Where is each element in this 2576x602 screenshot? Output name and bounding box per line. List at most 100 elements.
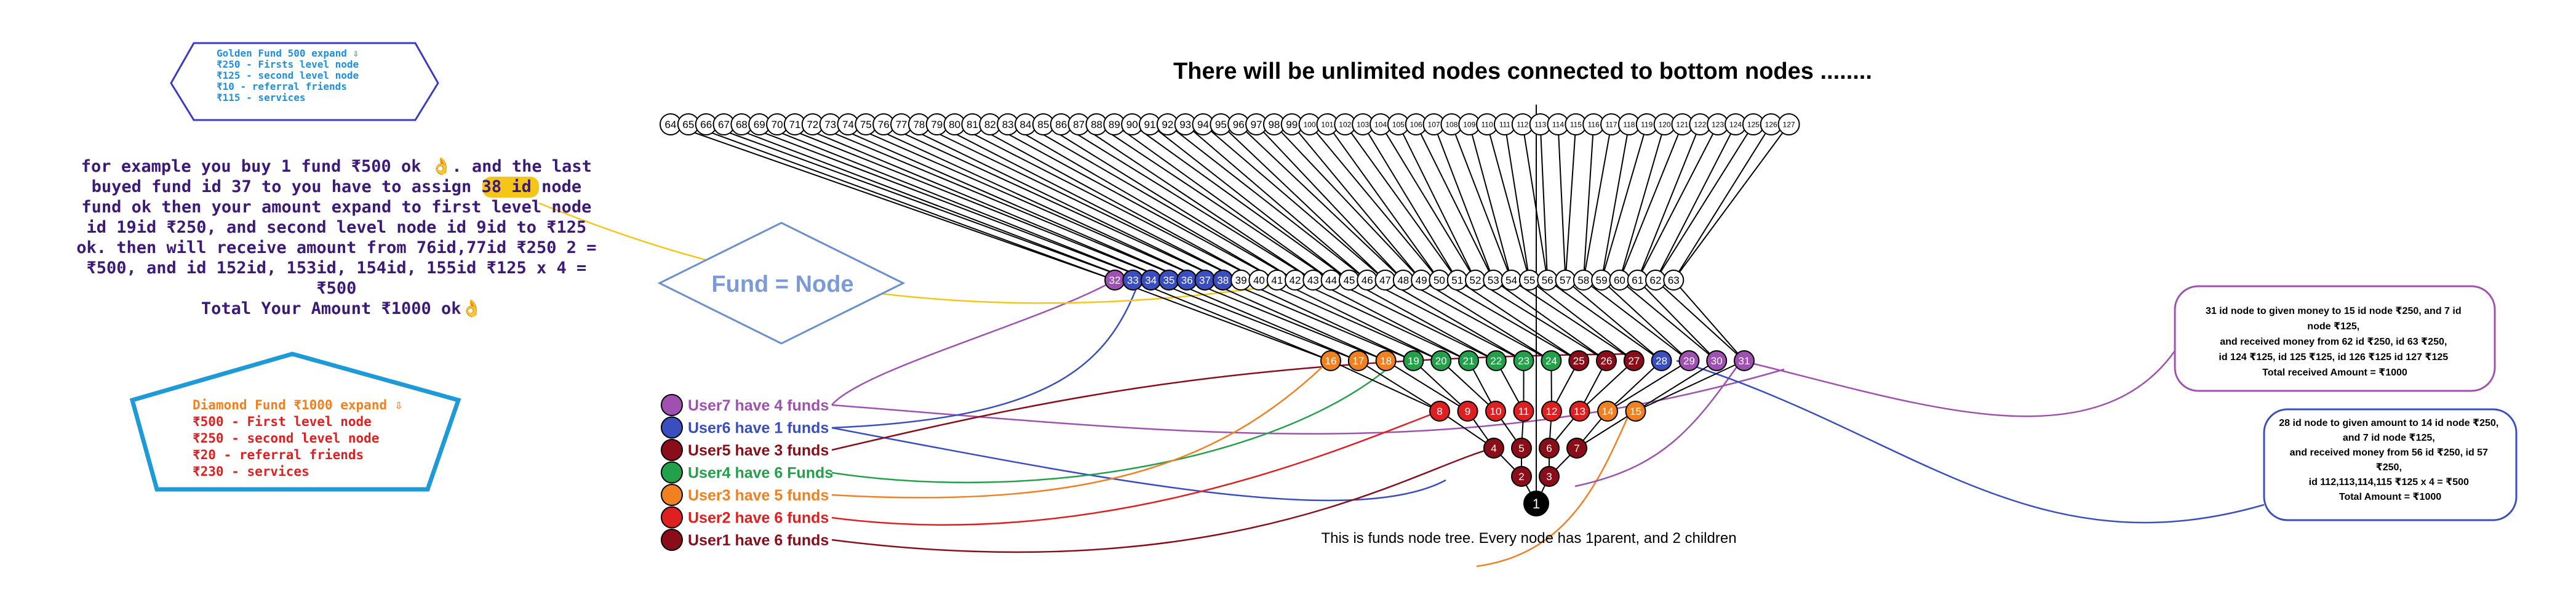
- legend-item: User2 have 6 funds: [661, 506, 829, 529]
- node-label: 26: [1601, 355, 1613, 367]
- node-label: 8: [1437, 406, 1442, 417]
- tree-edge: [1330, 360, 1440, 412]
- node-label: 35: [1163, 275, 1174, 286]
- node-label: 117: [1605, 120, 1617, 129]
- tree-edge: [688, 124, 1115, 281]
- tree-node-level5: 45: [1338, 270, 1360, 291]
- tree-edge: [1438, 279, 1579, 361]
- node-label: 69: [754, 119, 765, 130]
- node-label: 105: [1392, 120, 1405, 129]
- tree-node-level4: 26: [1596, 350, 1617, 371]
- tree-edge: [919, 124, 1242, 281]
- tree-node-level4: 24: [1541, 350, 1562, 371]
- tree-node-leaf: 111: [1493, 113, 1516, 135]
- tree-node-level2: 4: [1483, 438, 1504, 459]
- tree-edge: [1475, 279, 1607, 361]
- tree-node-level3: 13: [1569, 401, 1590, 422]
- tree-node-level4: 27: [1623, 350, 1645, 371]
- tree-edge: [1451, 124, 1512, 281]
- legend-item: User4 have 6 Funds: [661, 461, 833, 484]
- tree-edge: [794, 124, 1170, 281]
- tree-node-leaf: 105: [1387, 113, 1410, 135]
- node-label: 22: [1490, 355, 1502, 367]
- node-circle: [1777, 113, 1800, 135]
- node-label: 114: [1552, 120, 1564, 129]
- node-label: 94: [1197, 119, 1209, 130]
- node-label: 119: [1641, 120, 1653, 129]
- note-line: and received money from 62 id ₹250, id 6…: [2220, 337, 2447, 347]
- tree-edge: [1673, 124, 1790, 281]
- node-label: 98: [1268, 119, 1280, 130]
- tree-node-level5: 48: [1392, 270, 1414, 291]
- node-label: 2: [1518, 471, 1524, 483]
- note-31-id: 31 id node to given money to 15 id node …: [2174, 285, 2496, 392]
- node-label: 71: [789, 119, 800, 130]
- note-line: id 112,113,114,115 ₹125 x 4 = ₹500: [2309, 477, 2469, 488]
- tree-edge: [1582, 124, 1595, 281]
- node-circle: [1597, 401, 1618, 422]
- node-circle: [1430, 350, 1452, 371]
- tree-node-leaf: 93: [1174, 113, 1197, 135]
- tree-node-leaf: 69: [748, 113, 771, 135]
- note-frame: [2174, 285, 2496, 392]
- tree-edge: [1384, 279, 1525, 361]
- legend-item: User3 have 5 funds: [661, 484, 829, 506]
- tree-edge: [1619, 124, 1683, 281]
- connector-user6: [831, 427, 1446, 502]
- node-label: 75: [860, 119, 872, 130]
- tree-edge: [1294, 279, 1469, 361]
- tree-edge: [1150, 279, 1359, 361]
- tree-edge: [1433, 124, 1494, 281]
- tree-edge: [1025, 124, 1296, 281]
- node-label: 47: [1379, 275, 1391, 286]
- tree-node-leaf: 110: [1476, 113, 1499, 135]
- tree-node-leaf: 112: [1511, 113, 1534, 135]
- tree-edge: [1673, 279, 1745, 361]
- tree-node-level4: 22: [1485, 350, 1507, 371]
- tree-edge: [812, 124, 1187, 281]
- diamond-fund-text: Diamond Fund ₹1000 expand ⇩ ₹500 - First…: [193, 398, 410, 479]
- legend-swatch: [661, 416, 683, 439]
- tree-node-leaf: 96: [1227, 113, 1250, 135]
- golden-line: ₹115 - services: [217, 92, 306, 103]
- tree-edge: [1096, 124, 1332, 281]
- tree-node-level5: 33: [1122, 270, 1144, 291]
- node-label: 88: [1091, 119, 1103, 130]
- tree-node-level5: 51: [1446, 270, 1468, 291]
- example-line: for example you buy 1 fund ₹500 ok 👌. an…: [81, 157, 592, 176]
- tree-edge: [1607, 360, 1662, 412]
- tree-node-level5: 35: [1158, 270, 1179, 291]
- node-label: 91: [1144, 119, 1155, 130]
- node-label: 89: [1109, 119, 1120, 130]
- golden-fund-box: Golden Fund 500 expand ⇩ ₹250 - Firsts l…: [170, 42, 439, 121]
- node-circle: [1485, 401, 1506, 422]
- golden-line: ₹125 - second level node: [217, 70, 359, 81]
- node-label: 40: [1253, 275, 1265, 286]
- connector-user3: [831, 360, 1330, 499]
- tree-node-level5: 38: [1212, 270, 1234, 291]
- tree-node-level4: 20: [1430, 350, 1452, 371]
- tree-node-level5: 41: [1266, 270, 1288, 291]
- tree-edge: [1440, 360, 1496, 412]
- node-circle: [1483, 438, 1504, 459]
- tree-node-leaf: 109: [1458, 113, 1481, 135]
- tree-edge: [1582, 124, 1613, 281]
- tree-node-level5: 56: [1537, 270, 1558, 291]
- tree-edge: [1521, 124, 1549, 281]
- tree-node-level5: 54: [1501, 270, 1522, 291]
- note-line: ₹250,: [2376, 462, 2402, 473]
- note-line: 28 id node to given amount to 14 id node…: [2279, 418, 2498, 428]
- node-label: 19: [1408, 355, 1419, 367]
- node-label: 43: [1307, 275, 1319, 286]
- tree-edge: [848, 124, 1205, 281]
- tree-edge: [1309, 124, 1440, 281]
- node-label: 24: [1545, 355, 1557, 367]
- node-label: 57: [1560, 275, 1571, 286]
- tree-node-level5: 57: [1555, 270, 1576, 291]
- node-label: 111: [1499, 120, 1511, 129]
- tree-edge: [1061, 124, 1314, 281]
- tree-edge: [1504, 124, 1530, 281]
- tree-edge: [1312, 279, 1469, 361]
- node-circle: [1541, 350, 1562, 371]
- tree-node-level5: 60: [1609, 270, 1630, 291]
